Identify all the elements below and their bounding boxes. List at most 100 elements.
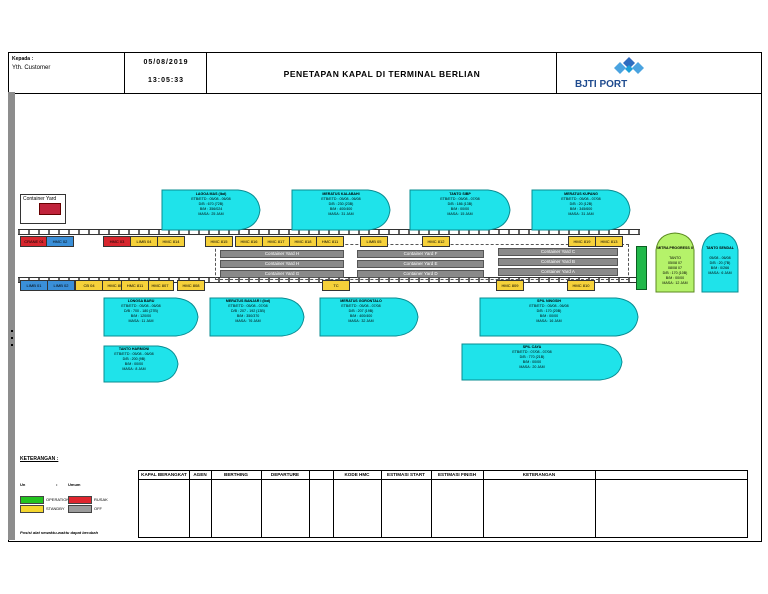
ship-line: ETB/ETD : 05/08 - 06/08: [191, 197, 231, 201]
legend-standby-swatch: [20, 505, 44, 513]
ship-name: MERATUS KALABAHI: [322, 192, 360, 196]
ship-line: MASA : 15 JAM: [447, 212, 473, 216]
container-yard-box: Container Yard: [20, 194, 66, 224]
crane: HMC 808: [177, 280, 205, 291]
ship-lower: LONGSA BARU ETB/ETD : 05/08 - 06/08 D/B …: [102, 296, 200, 338]
table-header: ESTIMASI FINISH: [437, 472, 477, 477]
ship-name: MERATUS BANJAR I (lbd): [225, 299, 271, 303]
crane: HMC 813: [595, 236, 623, 247]
crane: HMC 816: [235, 236, 263, 247]
ship-hull-icon: [161, 189, 261, 231]
ship-line: B/M : 00/00: [522, 360, 542, 364]
ship-lower: SPIL NINGSIH ETB/ETD : 05/08 - 06/08 D/B…: [478, 296, 640, 338]
table-col-divider: [381, 471, 382, 537]
legend-un-label: Un: [20, 482, 26, 487]
ship-name: SPIL CAYA: [522, 345, 542, 349]
ship-line: B/M : 400/400: [329, 207, 353, 211]
ship-line: D/B : 670 (72B): [198, 202, 224, 206]
ship-hull-icon: [319, 297, 419, 337]
ship-upper: TANTO SIBP ETB/ETD : 05/08 - 07/08 D/B :…: [408, 188, 512, 232]
ship-line: ETB/ETD : 05/08 - 07/08: [561, 197, 601, 201]
ship-name: MITRA PROGRESS II: [657, 246, 693, 250]
ship-line: MASA : 12 JAM: [662, 281, 688, 285]
ship-hull-icon: [409, 189, 511, 231]
table-col-divider: [309, 471, 310, 537]
crane: HMC 818: [289, 236, 317, 247]
page-title: PENETAPAN KAPAL DI TERMINAL BERLIAN: [283, 69, 481, 79]
yard-block: Container Yard E: [357, 260, 484, 268]
ship-name: TANTO SIBP: [449, 192, 471, 196]
ship-line: MASA : 31 JAM: [328, 212, 354, 216]
legend-standby-label: STANDBY: [46, 506, 65, 511]
ship-name: MERATUS KUPANG: [564, 192, 598, 196]
ship-line: ETB/ETD : 05/08 - 07/08: [341, 304, 381, 308]
legend-rusak-swatch: [68, 496, 92, 504]
ship-line: MASA : 11 JAM: [128, 319, 154, 323]
ship-line: 08/08 07: [668, 266, 682, 270]
yard-block: Container Yard C: [498, 248, 618, 256]
ship-line: MASA : 20 JAM: [519, 365, 545, 369]
ship-line: MASA : 32 JAM: [348, 319, 374, 323]
crane: HMC 810: [567, 280, 595, 291]
ship-hull-icon: [701, 232, 739, 293]
crane: CB 04: [75, 280, 103, 291]
dot-mark: [11, 344, 13, 346]
crane: HMC 814: [157, 236, 185, 247]
ship-line: ETB/ETD : 05/08 - 06/08: [114, 352, 154, 356]
ship-lower: MERATUS GORONTALO ETB/ETD : 05/08 - 07/0…: [318, 296, 420, 338]
kepada-label: Kepada :: [12, 56, 34, 62]
table-col-divider: [595, 471, 596, 537]
yard-block: Container Yard A: [498, 268, 618, 276]
datetime-cell: 05/08/2019 13:05:33: [124, 52, 208, 94]
ship-line: MASA : 76 JAM: [235, 319, 261, 323]
crane: HMC 03: [103, 236, 131, 247]
table-col-divider: [189, 471, 190, 537]
ship-name: LAGOA MAS (lbd): [195, 192, 227, 196]
ship-upper: MERATUS KALABAHI ETB/ETD : 05/08 - 06/08…: [290, 188, 392, 232]
ship-line: MASA : 31 JAM: [568, 212, 594, 216]
crane: HMC 819: [568, 236, 596, 247]
legend-operation-swatch: [20, 496, 44, 504]
ship-line: B/M : 00/00: [124, 362, 144, 366]
table-col-divider: [483, 471, 484, 537]
crane: HMC 809: [496, 280, 524, 291]
table-header: KETERANGAN: [522, 472, 556, 477]
crane: HMC 812: [422, 236, 450, 247]
ship-hull-icon: [479, 297, 639, 337]
ship-line: B/M : 356/024: [199, 207, 223, 211]
ship-line: D/B : 200 (9B): [122, 357, 146, 361]
ship-line: B/M : 345/600: [569, 207, 593, 211]
ship-line: B/M : 00/00: [539, 314, 559, 318]
legend-off-swatch: [68, 505, 92, 513]
ship-line: B/M : 350/370: [236, 314, 260, 318]
logo-text: BJTI PORT: [575, 79, 628, 90]
ship-line: B/M : 120/00: [130, 314, 152, 318]
dot-mark: [11, 337, 13, 339]
ship-hull-icon: [103, 345, 179, 383]
yard-crane-icon: [39, 203, 61, 215]
crane: TC: [322, 280, 350, 291]
ship-name: SPIL NINGSIH: [537, 299, 561, 303]
ship-line: D/B : 700 - 180 (27B): [124, 309, 158, 313]
logo-cell: BJTI PORT: [556, 52, 762, 94]
ship-line: ETB/ETD : 05/08 - 06/08: [529, 304, 569, 308]
ship-name: LONGSA BARU: [127, 299, 155, 303]
ship-line: MASA : 8 JAM: [122, 367, 146, 371]
ship-hull-icon: [291, 189, 391, 231]
ship-line: ETB/ETD : 05/08 - 07/08: [228, 304, 268, 308]
yard-block: Container Yard H: [220, 260, 344, 268]
ship-line: D/B : 230 (23B): [328, 202, 354, 206]
crane: HMC 02: [46, 236, 74, 247]
ship-line: MASA : 16 JAM: [536, 319, 562, 323]
yard-block: Container Yard H: [220, 250, 344, 258]
legend-umum-label: Umum: [68, 482, 81, 487]
table-col-divider: [261, 471, 262, 537]
ship-upper: LAGOA MAS (lbd) ETB/ETD : 05/08 - 06/08 …: [160, 188, 262, 232]
container-yard-label: Container Yard: [23, 196, 57, 202]
table-col-divider: [211, 471, 212, 537]
yard-block: Container Yard G: [220, 270, 344, 278]
berth-marker: [636, 246, 647, 290]
ship-line: D/B : 186 (13B): [447, 202, 473, 206]
ship-line: D/B : 20 (7B): [709, 261, 731, 265]
ship-name: MERATUS GORONTALO: [340, 299, 382, 303]
